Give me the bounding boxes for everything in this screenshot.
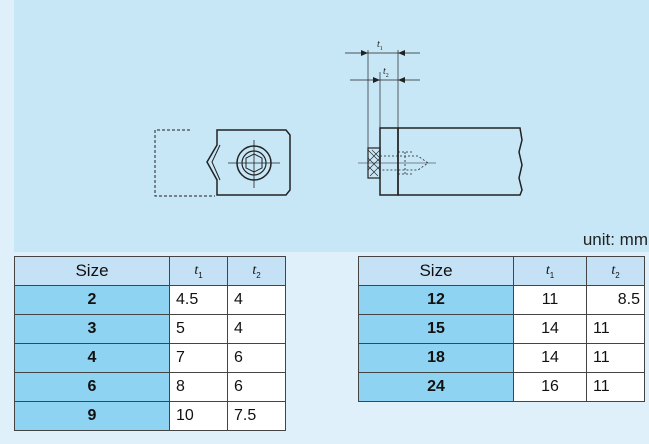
cell-t1: 11 [513, 285, 587, 315]
header-t1: t1 [169, 256, 228, 286]
cell-t2: 6 [227, 343, 286, 373]
cell-t1: 16 [513, 372, 587, 402]
table-row: 15 14 11 [358, 314, 645, 344]
unit-label: unit: mm [582, 230, 648, 249]
header-size: Size [14, 256, 170, 286]
cell-size: 2 [14, 285, 170, 315]
table-header-row: Size t1 t2 [358, 256, 645, 286]
cell-size: 9 [14, 401, 170, 431]
cell-t2: 11 [586, 343, 645, 373]
cell-t2: 4 [227, 285, 286, 315]
cell-t2: 11 [586, 372, 645, 402]
cell-size: 24 [358, 372, 514, 402]
header-t2: t2 [586, 256, 645, 286]
figure-area [14, 0, 649, 252]
cell-t1: 14 [513, 343, 587, 373]
cell-t1: 5 [169, 314, 228, 344]
cell-t1: 10 [169, 401, 228, 431]
header-t1: t1 [513, 256, 587, 286]
cell-t1: 14 [513, 314, 587, 344]
table-row: 3 5 4 [14, 314, 286, 344]
cell-t2: 11 [586, 314, 645, 344]
table-row: 18 14 11 [358, 343, 645, 373]
side-view-cylinder [397, 127, 523, 196]
table-row: 2 4.5 4 [14, 285, 286, 315]
dim-t2-label: t2 [383, 66, 389, 79]
cell-t2: 6 [227, 372, 286, 402]
table-row: 24 16 11 [358, 372, 645, 402]
front-view-body [206, 129, 291, 196]
table-row: 9 10 7.5 [14, 401, 286, 431]
cell-t2: 7.5 [227, 401, 286, 431]
size-table-right: Size t1 t2 12 11 8.5 15 14 11 18 14 11 2… [358, 256, 645, 402]
table-row: 6 8 6 [14, 372, 286, 402]
dim-t1-label: t1 [377, 39, 383, 52]
cell-t1: 7 [169, 343, 228, 373]
cell-size: 18 [358, 343, 514, 373]
cell-size: 4 [14, 343, 170, 373]
cell-t1: 8 [169, 372, 228, 402]
cell-size: 6 [14, 372, 170, 402]
header-size: Size [358, 256, 514, 286]
table-header-row: Size t1 t2 [14, 256, 286, 286]
cell-size: 15 [358, 314, 514, 344]
cell-t1: 4.5 [169, 285, 228, 315]
size-table-left: Size t1 t2 2 4.5 4 3 5 4 4 7 6 6 8 6 9 1… [14, 256, 286, 431]
header-t2: t2 [227, 256, 286, 286]
technical-drawing: t1 t2 [154, 39, 523, 197]
table-row: 12 11 8.5 [358, 285, 645, 315]
cell-size: 3 [14, 314, 170, 344]
side-view-flange [379, 127, 399, 196]
cell-t2: 4 [227, 314, 286, 344]
cell-t2: 8.5 [586, 285, 645, 315]
table-row: 4 7 6 [14, 343, 286, 373]
cell-size: 12 [358, 285, 514, 315]
dashed-outline [154, 129, 215, 197]
